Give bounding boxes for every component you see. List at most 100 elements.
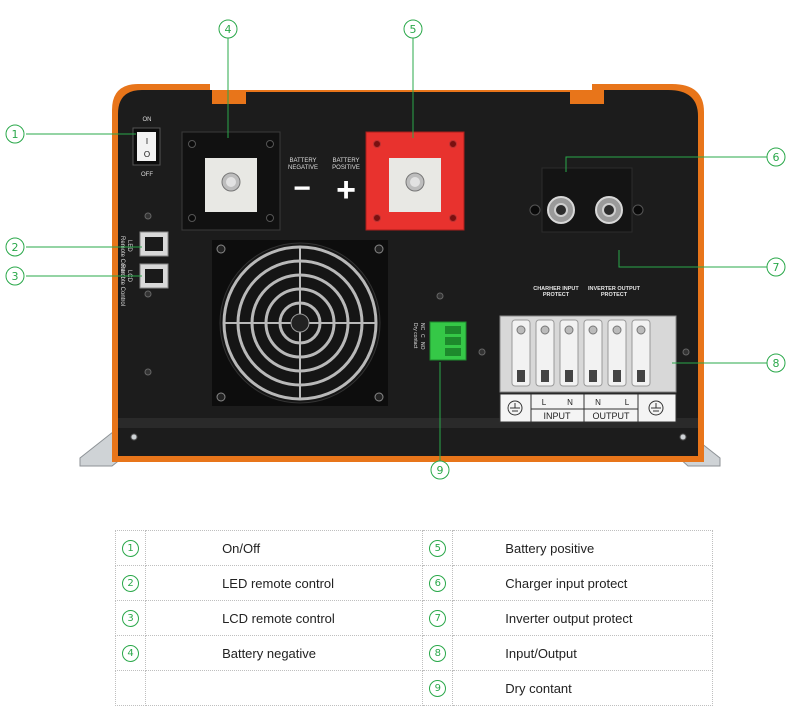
- panel-bottom-lip: [118, 418, 698, 428]
- callout-2: 2: [5, 237, 25, 257]
- screw-icon: [374, 392, 384, 402]
- legend-label-empty: [145, 670, 424, 706]
- callout-7-number: 7: [773, 261, 780, 274]
- dry-contact-slot: [445, 348, 461, 356]
- switch-on-symbol: I: [146, 137, 148, 146]
- screw-icon: [373, 214, 381, 222]
- legend-num-cell: 5: [422, 530, 454, 566]
- legend-label: Battery negative: [145, 635, 424, 671]
- charger-input-breaker-button: [554, 203, 568, 217]
- callout-4: 4: [218, 19, 238, 39]
- screw-icon: [632, 204, 644, 216]
- callout-3: 3: [5, 266, 25, 286]
- screw-icon: [144, 290, 152, 298]
- callout-2-number: 2: [12, 241, 19, 254]
- lcd-port-opening: [145, 269, 163, 283]
- callout-9: 9: [430, 460, 450, 480]
- callout-3-number: 3: [12, 270, 19, 283]
- callout-9-number: 9: [437, 464, 444, 477]
- legend-num-cell: 9: [422, 670, 454, 706]
- callout-8: 8: [766, 353, 786, 373]
- battery-negative-label-line1: BATTERY: [289, 158, 316, 164]
- legend-label: Inverter output protect: [452, 600, 713, 636]
- terminal-label-strip: [499, 393, 677, 423]
- legend-label: LCD remote control: [145, 600, 424, 636]
- legend-number: 3: [122, 610, 140, 627]
- legend-label: Battery positive: [452, 530, 713, 566]
- legend-num-cell: 2: [114, 565, 147, 601]
- dry-contact-nc-label: NC: [419, 323, 425, 331]
- legend-number: 8: [429, 645, 447, 662]
- dry-contact-slot: [445, 326, 461, 334]
- callout-8-number: 8: [773, 357, 780, 370]
- screw-icon: [130, 433, 138, 441]
- terminal-block: [511, 319, 651, 387]
- terminal-label-l-in: L: [542, 398, 547, 407]
- screw-icon: [144, 368, 152, 376]
- terminal-label-n-out: N: [595, 398, 601, 407]
- legend-row: 2 LED remote control 6 Charger input pro…: [114, 565, 713, 601]
- fan-hub: [290, 313, 310, 333]
- screw-icon: [449, 214, 457, 222]
- switch-off-symbol: O: [144, 150, 150, 159]
- callout-4-number: 4: [225, 23, 232, 36]
- screw-icon: [478, 348, 486, 356]
- legend-row: 1 On/Off 5 Battery positive: [114, 530, 713, 566]
- led-port-sublabel: Remote Control: [119, 236, 125, 278]
- leader-lines: [26, 38, 767, 466]
- callout-1-number: 1: [12, 128, 19, 141]
- legend-label: LED remote control: [145, 565, 424, 601]
- battery-positive-bolt-head: [410, 177, 420, 187]
- lcd-port-sublabel: Remote Control: [119, 264, 125, 306]
- legend-num-cell: 4: [114, 635, 147, 671]
- legend-table: 1 On/Off 5 Battery positive 2 LED remote…: [114, 530, 713, 706]
- legend-label: Dry contant: [452, 670, 713, 706]
- screw-icon: [216, 392, 226, 402]
- legend-number: 1: [122, 540, 140, 557]
- switch-on-label: ON: [143, 117, 152, 123]
- screw-icon: [188, 140, 196, 148]
- screw-icon: [373, 140, 381, 148]
- inverter-output-breaker-button: [602, 203, 616, 217]
- callout-6: 6: [766, 147, 786, 167]
- switch-off-label: OFF: [141, 172, 153, 178]
- legend-row: 3 LCD remote control 7 Inverter output p…: [114, 600, 713, 636]
- inverter-protect-label-line2: PROTECT: [601, 292, 628, 298]
- screw-icon: [529, 204, 541, 216]
- battery-negative-bolt-head: [226, 177, 236, 187]
- callout-1: 1: [5, 124, 25, 144]
- battery-positive-label-line2: POSITIVE: [332, 165, 360, 171]
- dry-contact-no-label: NO: [419, 342, 425, 350]
- legend-number: 7: [429, 610, 447, 627]
- legend-num-cell-empty: [114, 670, 147, 706]
- legend-num-cell: 7: [422, 600, 454, 636]
- screw-icon: [266, 214, 274, 222]
- ground-icon: [507, 400, 523, 416]
- screw-icon: [144, 212, 152, 220]
- legend-number: 9: [429, 680, 447, 697]
- screw-icon: [188, 214, 196, 222]
- screw-icon: [682, 348, 690, 356]
- callout-5: 5: [403, 19, 423, 39]
- power-switch-rocker[interactable]: [137, 132, 156, 161]
- terminal-label-l-out: L: [625, 398, 630, 407]
- screw-icon: [679, 433, 687, 441]
- screw-icon: [449, 140, 457, 148]
- screw-icon: [374, 244, 384, 254]
- legend-num-cell: 6: [422, 565, 454, 601]
- callout-7: 7: [766, 257, 786, 277]
- legend-num-cell: 8: [422, 635, 454, 671]
- charger-protect-label-line2: PROTECT: [543, 292, 570, 298]
- legend-row: 4 Battery negative 8 Input/Output: [114, 635, 713, 671]
- legend-number: 6: [429, 575, 447, 592]
- led-port-label: LED: [126, 240, 132, 252]
- ground-icon: [648, 400, 664, 416]
- legend-num-cell: 3: [114, 600, 147, 636]
- output-label: OUTPUT: [593, 411, 631, 421]
- led-port-opening: [145, 237, 163, 251]
- charger-protect-label-line1: CHARHER INPUT: [533, 286, 579, 292]
- legend-label: Charger input protect: [452, 565, 713, 601]
- dry-contact-c-label: C: [419, 334, 425, 338]
- inverter-rear-panel-diagram: ON I O OFF LED Remote Control LCD Remote…: [5, 19, 786, 480]
- callout-5-number: 5: [410, 23, 417, 36]
